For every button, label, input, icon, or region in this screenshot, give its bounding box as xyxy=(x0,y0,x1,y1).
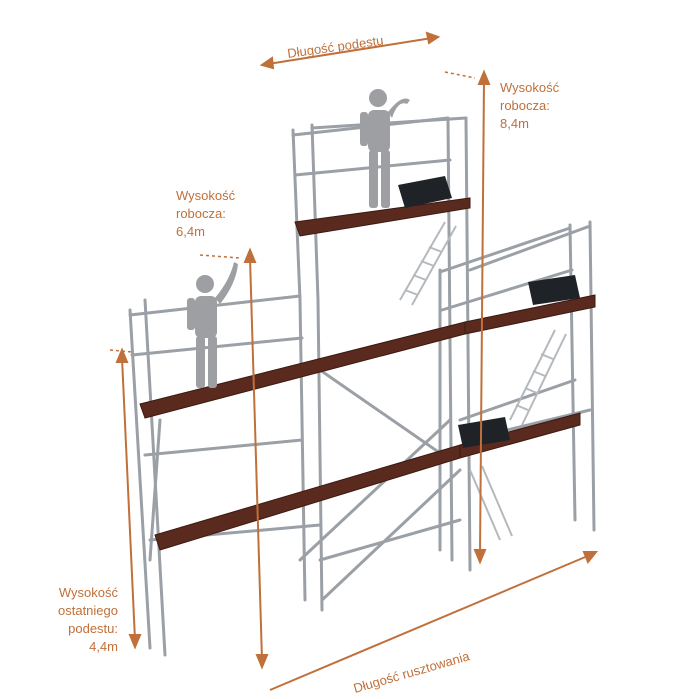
label-height-4-4-line1: Wysokość xyxy=(59,585,119,600)
ladders xyxy=(399,221,567,541)
label-height-4-4-line2: ostatniego xyxy=(58,603,118,618)
bottom-length-line xyxy=(269,554,591,691)
top-length-line xyxy=(267,37,433,65)
deck-middle-right xyxy=(464,294,596,335)
label-height-8-4-line3: 8,4m xyxy=(500,116,529,131)
deck-lower-right xyxy=(459,412,581,459)
dimension-ticks xyxy=(109,71,476,353)
decks xyxy=(139,197,596,551)
label-height-4-4-line3: podestu: xyxy=(68,621,118,636)
label-height-6-4-line2: robocza: xyxy=(176,206,226,221)
worker-figure-middle xyxy=(187,262,238,388)
label-height-4-4-line4: 4,4m xyxy=(89,639,118,654)
height-8-4-line xyxy=(479,79,485,556)
worker-figure-top xyxy=(360,89,410,208)
label-height-6-4-line1: Wysokość xyxy=(176,188,236,203)
height-6-4-line xyxy=(249,257,263,661)
hatches xyxy=(398,176,580,448)
height-4-4-line xyxy=(121,357,136,641)
label-height-6-4-line3: 6,4m xyxy=(176,224,205,239)
label-height-8-4-line1: Wysokość xyxy=(500,80,560,95)
dimension-lines xyxy=(115,31,599,691)
hatch-top xyxy=(398,176,452,208)
label-bottom-length: Długość rusztowania xyxy=(352,648,472,696)
label-top-length: Długość podestu xyxy=(286,33,384,61)
hatch-middle xyxy=(528,275,580,305)
label-height-8-4-line2: robocza: xyxy=(500,98,550,113)
hatch-lower xyxy=(458,417,510,448)
